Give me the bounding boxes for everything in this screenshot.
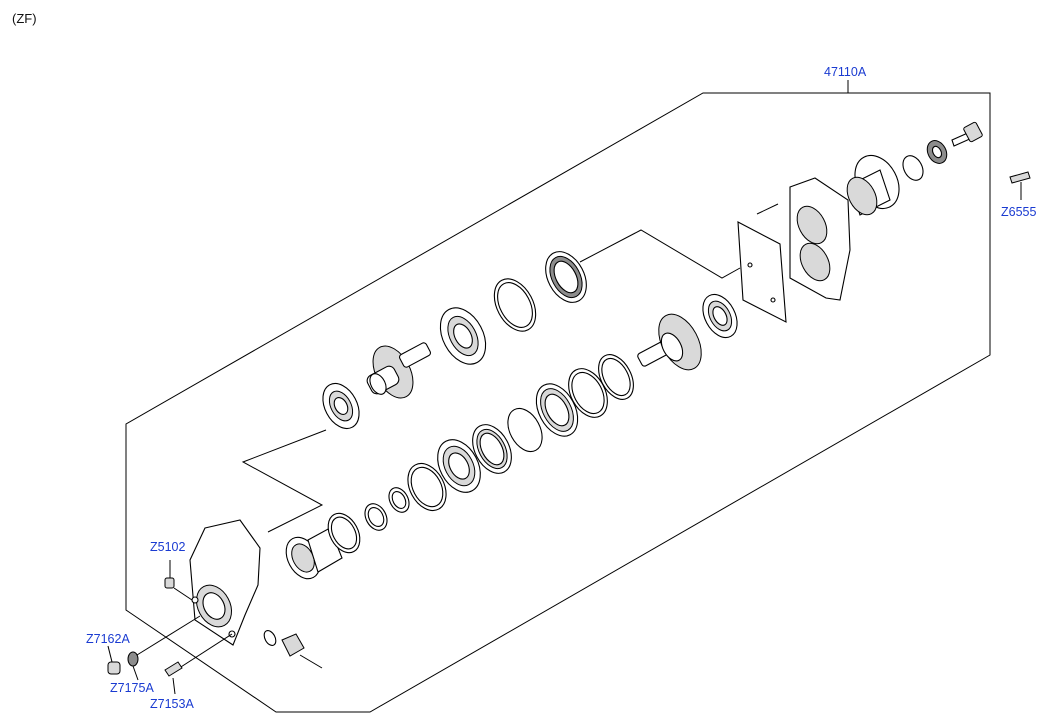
- bearing-rear: [702, 293, 738, 339]
- flange-bolt: [951, 121, 983, 147]
- ring-lower-8: [598, 354, 634, 400]
- bearing-large-upper: [439, 307, 487, 365]
- ring-lower-4: [407, 462, 447, 512]
- plug-z7162a: [107, 645, 121, 675]
- callout-Z7153A[interactable]: Z7153A: [150, 697, 194, 711]
- ring-lower-7: [568, 368, 608, 418]
- ring-lower-2: [364, 503, 388, 531]
- callout-Z5102[interactable]: Z5102: [150, 540, 185, 554]
- snap-ring-upper: [493, 278, 537, 332]
- stud-z7153a: [164, 633, 233, 695]
- bearing-small-front: [322, 382, 360, 430]
- gasket-rear: [737, 221, 787, 323]
- assembly-47110A-boundary: [125, 92, 991, 713]
- oil-seal-upper: [545, 251, 587, 303]
- callout-Z6555[interactable]: Z6555: [1001, 205, 1036, 219]
- o-ring-rear: [902, 155, 924, 181]
- callout-Z7162A[interactable]: Z7162A: [86, 632, 130, 646]
- ring-lower-6: [507, 407, 543, 453]
- o-ring-front: [263, 630, 277, 646]
- roller-bearing-lower: [535, 383, 579, 437]
- rear-housing: [756, 177, 851, 301]
- bearing-cup-lower: [437, 439, 481, 493]
- ring-lower-3: [388, 487, 410, 513]
- bolt-z5102: [164, 560, 193, 601]
- callout-Z7175A[interactable]: Z7175A: [110, 681, 154, 695]
- input-shaft-gear: [366, 342, 432, 399]
- ring-lower-5: [472, 424, 512, 474]
- connector-line-upper: [579, 229, 741, 279]
- pin-z6555: [1009, 171, 1031, 200]
- output-flange: [846, 155, 900, 216]
- connector-line-lower: [241, 429, 327, 533]
- variant-label: (ZF): [12, 11, 37, 26]
- front-housing: [189, 519, 261, 646]
- sensor-connector: [281, 633, 323, 669]
- lock-nut: [926, 140, 948, 164]
- callout-47110A[interactable]: 47110A: [824, 65, 867, 79]
- ring-lower-1: [327, 512, 361, 554]
- output-shaft-gear: [637, 313, 702, 371]
- washer-z7175a: [127, 615, 201, 681]
